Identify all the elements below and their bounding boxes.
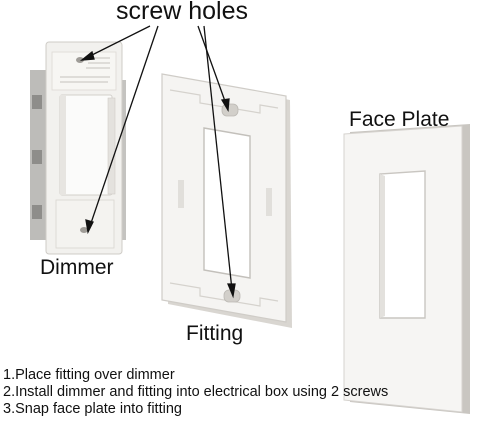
arrowhead-dimmer-bottom bbox=[85, 219, 94, 235]
fitting-left-clip bbox=[178, 180, 184, 208]
dimmer-side-slider bbox=[107, 97, 116, 195]
fitting-plate bbox=[161, 73, 292, 328]
instruction-step-1: 1.Place fitting over dimmer bbox=[3, 367, 175, 383]
arrowhead-fitting-bottom bbox=[227, 283, 236, 299]
dimmer-strap-tab bbox=[32, 150, 42, 164]
arrowhead-dimmer-top bbox=[79, 50, 95, 61]
dimmer-bottom-screw-hole bbox=[80, 227, 88, 233]
fitting-opening bbox=[203, 127, 251, 279]
dimmer-strap-tab bbox=[32, 95, 42, 109]
screw-holes-label: screw holes bbox=[116, 0, 248, 25]
dimmer-device bbox=[30, 41, 126, 255]
fitting-top-screw-slot bbox=[221, 103, 239, 117]
arrow-dimmer-bottom bbox=[89, 25, 159, 227]
face-plate-opening-bevel bbox=[380, 174, 385, 318]
instruction-list: 1.Place fitting over dimmer 2.Install di… bbox=[3, 367, 388, 418]
dimmer-top-screw-hole bbox=[76, 57, 84, 63]
dimmer-label: Dimmer bbox=[40, 256, 114, 279]
dimmer-rocker-paddle bbox=[59, 94, 113, 196]
screw-hole-arrows bbox=[79, 25, 236, 299]
dimmer-print-lines bbox=[60, 57, 110, 83]
instruction-step-2: 2.Install dimmer and fitting into electr… bbox=[3, 384, 389, 400]
dimmer-rocker-shade bbox=[60, 95, 66, 195]
fitting-right-clip bbox=[266, 188, 272, 216]
dimmer-bottom-plate bbox=[55, 199, 115, 249]
arrow-fitting-bottom bbox=[203, 25, 233, 291]
dimmer-strap-tab bbox=[32, 205, 42, 219]
fitting-label: Fitting bbox=[186, 322, 244, 345]
arrow-dimmer-top bbox=[85, 25, 151, 59]
face-plate-opening bbox=[379, 170, 426, 319]
instruction-step-3: 3.Snap face plate into fitting bbox=[3, 401, 182, 417]
arrowhead-fitting-top bbox=[220, 98, 230, 113]
face-plate bbox=[343, 124, 470, 414]
arrow-fitting-top bbox=[197, 25, 227, 105]
face-plate-label: Face Plate bbox=[349, 108, 450, 131]
